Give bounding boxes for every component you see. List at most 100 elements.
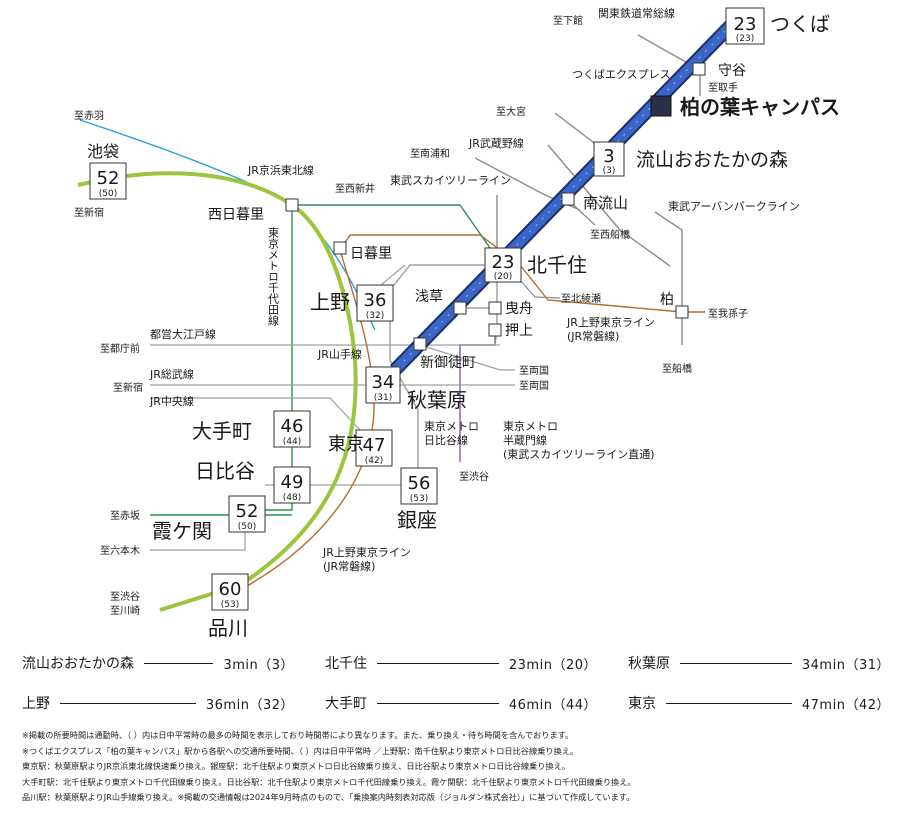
- dir-ryogoku-1: 至両国: [519, 365, 549, 377]
- box-ueno: 36 (32): [356, 284, 394, 322]
- line-jr-musashino: JR武蔵野線: [468, 136, 524, 150]
- hikifune-node: [488, 301, 502, 315]
- dir-roppongi: 至六本木: [100, 544, 140, 557]
- summary-station: 流山おおたかの森: [22, 656, 134, 672]
- chiyoda-line: [265, 205, 293, 511]
- station-otakanomori: 流山おおたかの森: [636, 149, 788, 171]
- svg-text:(48): (48): [283, 493, 301, 503]
- line-jr-sobu: JR総武線: [149, 367, 194, 381]
- dir-shibuya-2: 至渋谷: [110, 590, 140, 603]
- minami-nagareyama-node: [561, 192, 575, 206]
- summary-station: 秋葉原: [628, 656, 670, 672]
- station-shinagawa: 品川: [208, 616, 248, 640]
- summary-leader-line: [60, 702, 196, 704]
- dir-shibuya: 至渋谷: [459, 470, 489, 483]
- box-akihabara: 34 (31): [365, 366, 401, 404]
- station-kashiwa: 柏: [660, 292, 674, 308]
- footnote: 品川駅：秋葉原駅よりJR山手線乗り換え。※掲載の交通情報は2024年9月時点のも…: [22, 792, 635, 802]
- station-kasumigaseki: 霞ケ関: [152, 519, 212, 543]
- dir-akabane: 至赤羽: [74, 110, 104, 122]
- line-jr-yamanote: JR山手線: [317, 347, 362, 361]
- dir-kita-ayase: 至北綾瀬: [561, 292, 601, 305]
- summary-time: 46min（44）: [508, 697, 597, 713]
- station-otemachi: 大手町: [192, 419, 252, 443]
- box-ikebukuro: 52 (50): [89, 162, 127, 200]
- oedo-ryogoku: [419, 344, 515, 371]
- svg-text:56: 56: [408, 473, 431, 494]
- shin-okachimachi-node: [413, 337, 427, 351]
- line-metro-chiyoda: 東京メトロ千代田線: [267, 227, 280, 326]
- station-akihabara: 秋葉原: [407, 388, 467, 412]
- svg-text:(23): (23): [736, 34, 754, 44]
- line-jr-ueno-tokyo-b: (JR常磐線): [323, 559, 375, 573]
- svg-text:52: 52: [97, 168, 120, 189]
- line-metro-hanzomon-a: 東京メトロ: [503, 419, 558, 433]
- summary-leader-line: [680, 662, 792, 664]
- dir-omiya: 至大宮: [496, 105, 526, 118]
- summary-row: 上野 36min（32）: [22, 692, 294, 714]
- tx-line-dash: [394, 17, 739, 371]
- yamanote-line-east: [238, 203, 358, 587]
- line-metro-hibiya-a: 東京メトロ: [424, 419, 479, 433]
- dir-ryogoku-2: 至両国: [519, 380, 549, 392]
- box-hibiya: 49 (48): [273, 466, 311, 504]
- dir-akasaka: 至赤坂: [110, 510, 140, 522]
- line-metro-hanzomon-b: 半蔵門線: [503, 433, 547, 447]
- station-nishi-nippori: 西日暮里: [208, 207, 264, 223]
- box-kitasenju: 23 (20): [484, 247, 522, 283]
- summary-time: 23min（20）: [508, 657, 597, 673]
- footnote: 東京駅：秋葉原駅よりJR京浜東北線快速乗り換え。銀座駅：北千住駅より東京メトロ日…: [22, 761, 570, 771]
- summary-leader-line: [144, 662, 214, 664]
- station-tokyo: 東京: [328, 434, 364, 455]
- summary-station: 北千住: [325, 656, 367, 672]
- summary-station: 東京: [628, 696, 656, 712]
- line-metro-hanzomon-c: (東武スカイツリーライン直通): [503, 447, 655, 461]
- svg-text:60: 60: [219, 579, 242, 600]
- line-kanto-joso: 関東鉄道常総線: [598, 6, 675, 20]
- svg-text:47: 47: [363, 435, 386, 456]
- footnote: 大手町駅：北千住駅より東京メトロ千代田線乗り換え。日比谷駅：北千住駅より東京メト…: [22, 776, 636, 787]
- line-metro-hibiya-b: 日比谷線: [424, 433, 468, 447]
- summary-station: 大手町: [325, 696, 367, 712]
- box-kasumigaseki: 52 (50): [228, 495, 266, 533]
- dir-nishi-funabashi: 至西船橋: [590, 228, 630, 241]
- box-tsukuba: 23 (23): [725, 7, 765, 45]
- musashino-line-a: [547, 144, 671, 267]
- footnotes: ※掲載の所要時間は通勤時、（ ）内は日中平常時の最多の時間を表示しており時間帯に…: [22, 728, 882, 806]
- svg-text:(3): (3): [603, 166, 616, 176]
- footnote: ※掲載の所要時間は通勤時、（ ）内は日中平常時の最多の時間を表示しており時間帯に…: [22, 730, 574, 740]
- summary-row: 大手町 46min（44）: [325, 692, 597, 714]
- tobu-urban-line: [654, 211, 683, 345]
- time-summary: 流山おおたかの森 3min（3） 北千住 23min（20） 秋葉原 34min…: [0, 648, 898, 728]
- summary-time: 3min（3）: [223, 657, 294, 673]
- svg-text:23: 23: [734, 14, 757, 35]
- campus-marker-icon: [650, 95, 672, 117]
- station-asakusa: 浅草: [415, 289, 443, 305]
- svg-text:36: 36: [364, 290, 387, 311]
- chuo-line: [150, 397, 361, 431]
- route-map: 23 (23) 3 (3) 23 (20) 36 (32) 34 (31) 52…: [74, 6, 840, 640]
- dir-shinjuku: 至新宿: [74, 206, 104, 219]
- svg-text:(44): (44): [283, 437, 301, 447]
- station-oshiage: 押上: [505, 323, 533, 339]
- svg-text:(20): (20): [494, 272, 512, 282]
- summary-time: 47min（42）: [801, 697, 890, 713]
- box-shinagawa: 60 (53): [211, 573, 249, 611]
- summary-row: 北千住 23min（20）: [325, 652, 597, 674]
- line-jr-keihin: JR京浜東北線: [247, 163, 314, 177]
- line-jr-joban-a: JR上野東京ライン: [566, 315, 655, 329]
- hibiya-line: [389, 264, 497, 470]
- dir-minami-urawa: 至南浦和: [410, 147, 450, 160]
- box-otemachi: 46 (44): [273, 410, 311, 448]
- station-moriya: 守谷: [718, 63, 746, 79]
- svg-text:52: 52: [236, 501, 259, 522]
- summary-time: 36min（32）: [205, 697, 294, 713]
- dir-nishi-arai: 至西新井: [335, 182, 375, 195]
- summary-leader-line: [377, 662, 499, 664]
- line-tobu-skytree: 東武スカイツリーライン: [390, 174, 511, 187]
- dir-tochomae: 至都庁前: [100, 342, 140, 355]
- moriya-node: [692, 62, 706, 76]
- svg-text:(50): (50): [99, 189, 117, 199]
- station-campus: 柏の葉キャンパス: [680, 95, 840, 119]
- dir-shimodate: 至下館: [553, 14, 583, 27]
